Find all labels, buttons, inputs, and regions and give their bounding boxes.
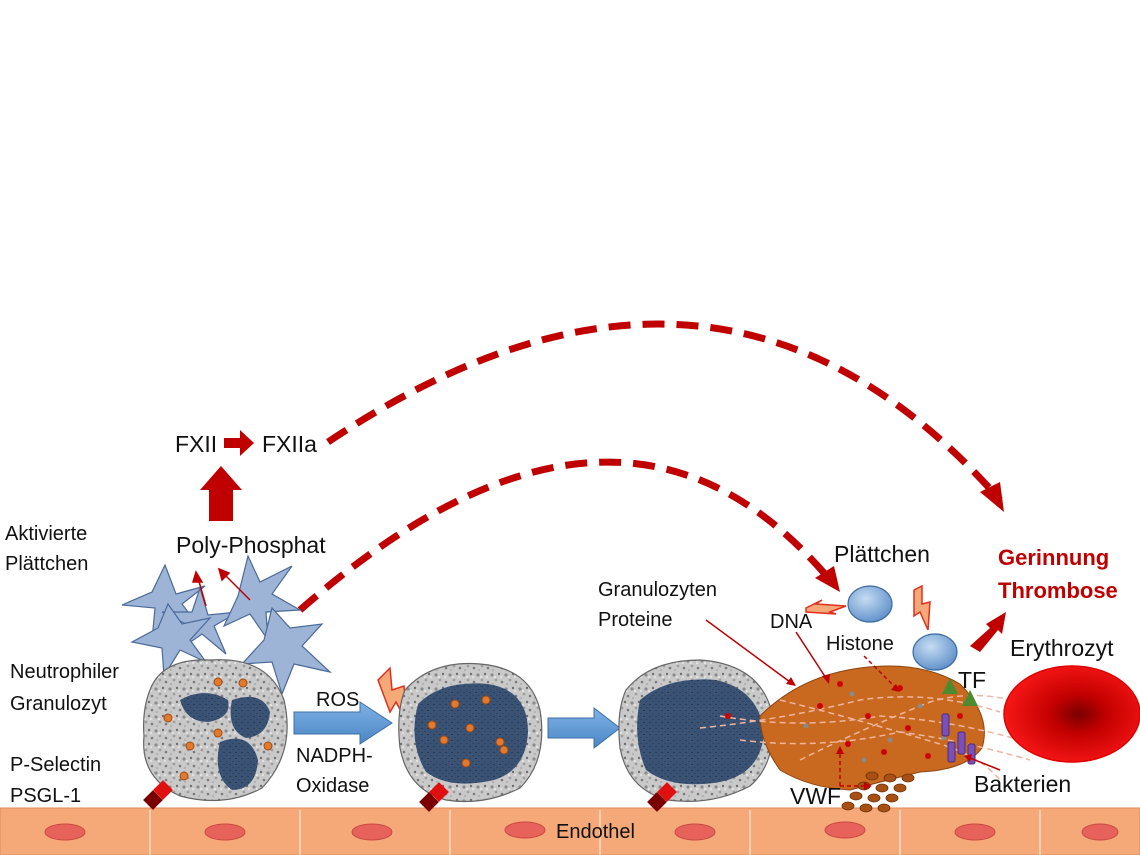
- activated-platelets: [121, 554, 333, 696]
- tf-triangle: [962, 690, 978, 706]
- gerinnung-label: Gerinnung: [998, 545, 1109, 570]
- vwf-pointer: [839, 752, 866, 787]
- endothelium: [0, 807, 1140, 855]
- process-arrow-1: [293, 701, 393, 745]
- endothel-label: Endothel: [556, 821, 635, 843]
- platelet: [912, 633, 958, 671]
- nucleus: [414, 683, 528, 784]
- granulozyt-label: Granulozyt: [10, 693, 107, 715]
- vwf-label: VWF: [790, 783, 841, 809]
- arrowhead-plaettchen: [815, 566, 840, 592]
- platelet-star: [240, 606, 333, 696]
- bakterien-label: Bakterien: [974, 771, 1071, 797]
- bakterien-pointer: [969, 757, 1001, 771]
- histone-pointer: [863, 655, 897, 689]
- polyphosphat-up-arrow: [200, 466, 242, 521]
- fxii-label: FXII: [175, 431, 217, 457]
- dna-pointer: [795, 631, 827, 679]
- platelet: [847, 585, 893, 623]
- dna-fibers: [699, 694, 1031, 781]
- process-arrow-2: [547, 706, 621, 750]
- histone-label: Histone: [826, 633, 894, 655]
- arc-fxiia-to-thrombose: [326, 320, 1003, 503]
- pselectin-label: P-Selectin: [10, 754, 101, 776]
- tf-label: TF: [958, 667, 986, 693]
- proteine-label: Proteine: [598, 609, 673, 631]
- arrowhead-thrombose: [980, 482, 1004, 512]
- neutrophil-extracellular-trap: [699, 665, 1031, 813]
- platelet-star: [130, 602, 212, 678]
- pselectin-receptor-2: [419, 782, 449, 812]
- endothelial-cell-borders: [149, 810, 1041, 855]
- plaettchen-label: Plättchen: [834, 541, 930, 567]
- proteine-pointer: [705, 619, 791, 683]
- fxii-arrow: [224, 430, 254, 456]
- neutrophil-activated: [398, 662, 543, 803]
- dna-lightning-icon: [805, 599, 847, 615]
- dna-label: DNA: [770, 611, 813, 633]
- fxiia-label: FXIIa: [262, 431, 317, 457]
- nucleus-lobe: [217, 738, 258, 790]
- neutrophil-resting: [143, 659, 288, 802]
- erythrocyte: [1003, 665, 1140, 763]
- erythrozyt-label: Erythrozyt: [1010, 635, 1114, 661]
- nucleus-lobe: [230, 696, 270, 738]
- granulozyten-label: Granulozyten: [598, 579, 717, 601]
- aktivierte-label: Aktivierte: [5, 523, 87, 545]
- polyphosphat-label: Poly-Phosphat: [176, 532, 326, 558]
- endothelial-nuclei: [44, 821, 1119, 841]
- arc-polyphosphat-to-plaettchen: [297, 458, 833, 613]
- thrombose-label: Thrombose: [998, 578, 1118, 603]
- activated-plaettchen-label: Plättchen: [5, 553, 88, 575]
- pselectin-receptor-3: [647, 782, 677, 812]
- platelet-star: [222, 554, 303, 643]
- nadph1-label: NADPH-: [296, 745, 373, 767]
- gerinnung-up-arrow: [970, 612, 1006, 652]
- nadph2-label: Oxidase: [296, 775, 369, 797]
- granules: [427, 695, 509, 768]
- coagulation-arcs: [297, 320, 1003, 613]
- granules: [163, 677, 273, 781]
- protein-dots: [803, 691, 947, 763]
- neutrophiler-label: Neutrophiler: [10, 661, 119, 683]
- ros-label: ROS: [316, 689, 359, 711]
- nucleus-lobe: [180, 693, 229, 722]
- nucleus: [637, 679, 764, 785]
- psgl1-label: PSGL-1: [10, 785, 81, 807]
- platelet-lightning-icon: [913, 584, 931, 631]
- polyphosphat-release-arrows: [191, 567, 251, 607]
- tf-triangle: [942, 678, 958, 694]
- neutrophil-netosis: [618, 659, 774, 802]
- histone-dots: [725, 681, 963, 759]
